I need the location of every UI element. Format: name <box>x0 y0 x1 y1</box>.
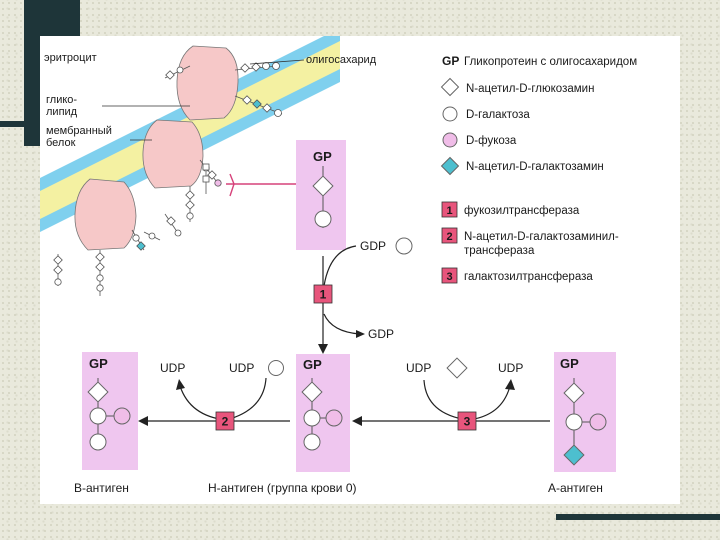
legend: GP Гликопротеин с олигосахаридом N-ацети… <box>440 54 637 284</box>
legend-item-galnac: N-ацетил-D-галактозамин <box>466 161 604 173</box>
legend-enzyme-2-text-2: трансфераза <box>464 245 535 257</box>
udp-left-donor-label: UDP <box>229 361 254 375</box>
gp-label-a: GP <box>560 356 579 371</box>
gp-box-b-antigen: GP <box>82 352 138 470</box>
enzyme-2-label: 2 <box>222 415 229 429</box>
gp-label-b: GP <box>89 356 108 371</box>
blood-group-antigen-diagram: эритроцит олигосахарид глико- липид мемб… <box>40 36 637 495</box>
gdp-in-label: GDP <box>360 239 386 253</box>
membrane-protein-3 <box>74 178 137 251</box>
legend-glcnac-icon <box>440 77 460 97</box>
decor-bar-top-left <box>24 0 80 36</box>
legend-enzyme-1-text: фукозилтрансфераза <box>464 205 580 217</box>
legend-galactose-icon <box>442 106 458 122</box>
legend-fucose-icon <box>442 132 458 148</box>
legend-enzyme-3-badge <box>441 267 458 284</box>
legend-enzyme-2-badge <box>441 227 458 244</box>
label-membrane-protein-1: мембранный <box>46 125 112 137</box>
step-3-reaction: UDP UDP 3 <box>352 357 550 431</box>
enzyme-3-badge <box>457 411 477 431</box>
label-glycolipid-1: глико- <box>46 94 77 106</box>
enzyme-3-label: 3 <box>464 415 471 429</box>
legend-item-fucose: D-фукоза <box>466 135 517 147</box>
h-antigen-label: Н-антиген (группа крови 0) <box>208 481 357 495</box>
gp-box-h-antigen: GP <box>296 354 350 472</box>
decor-line-left <box>0 121 40 127</box>
legend-item-galactose: D-галактоза <box>466 109 530 121</box>
step-2-reaction: UDP UDP 2 <box>138 360 290 431</box>
diagram-panel: эритроцит олигосахарид глико- липид мемб… <box>40 36 680 504</box>
legend-enzyme-3-num: 3 <box>446 271 452 283</box>
galactose-icon <box>314 210 332 228</box>
enzyme-1-badge <box>313 284 333 304</box>
legend-enzyme-2-num: 2 <box>446 231 452 243</box>
membrane-protein-2 <box>142 119 204 189</box>
a-antigen-label: А-антиген <box>548 481 603 495</box>
membrane-to-gp-connector <box>226 165 303 205</box>
label-erythrocyte: эритроцит <box>44 52 97 64</box>
fucose-donor-icon <box>395 237 413 255</box>
step-1-reaction: GDP GDP 1 <box>313 237 413 354</box>
label-glycolipid-2: липид <box>46 106 78 118</box>
legend-gp-text: Гликопротеин с олигосахаридом <box>464 56 637 68</box>
glcnac-donor-icon <box>446 357 468 379</box>
b-antigen-label: B-антиген <box>74 481 129 495</box>
label-leaders <box>102 59 305 141</box>
gdp-out-label: GDP <box>368 327 394 341</box>
gp-label-top: GP <box>313 149 332 164</box>
legend-enzyme-3-text: галактозилтрансфераза <box>464 271 593 283</box>
label-oligosaccharide: олигосахарид <box>306 54 377 66</box>
legend-gp-abbr: GP <box>442 54 459 68</box>
legend-enzyme-1-badge <box>441 201 458 218</box>
enzyme-2-badge <box>215 411 235 431</box>
gp-box-a-antigen: GP <box>554 352 616 472</box>
label-membrane-protein-2: белок <box>46 137 76 149</box>
glcnac-icon <box>312 175 334 197</box>
udp-left-product-label: UDP <box>160 361 185 375</box>
oligosaccharide-chains <box>53 62 283 296</box>
membrane-protein-1 <box>176 45 239 121</box>
udp-right-product-label: UDP <box>498 361 523 375</box>
legend-item-glcnac: N-ацетил-D-глюкозамин <box>466 83 594 95</box>
galactose-donor-icon <box>268 360 284 376</box>
legend-galnac-icon <box>440 156 460 176</box>
udp-right-donor-label: UDP <box>406 361 431 375</box>
legend-enzyme-1-num: 1 <box>446 205 452 217</box>
gp-label-h: GP <box>303 357 322 372</box>
decor-line-bottom-right <box>556 514 720 520</box>
decor-bar-left <box>24 36 40 146</box>
legend-enzyme-2-text-1: N-ацетил-D-галактозаминил- <box>464 231 619 243</box>
enzyme-1-label: 1 <box>320 288 327 302</box>
gp-box-top: GP <box>296 140 346 250</box>
